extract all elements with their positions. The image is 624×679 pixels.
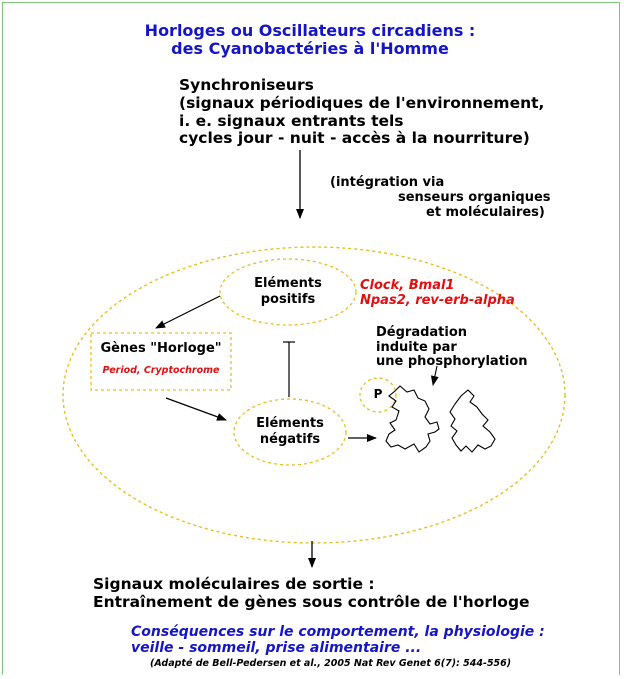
consequences-text: Conséquences sur le comportement, la phy… bbox=[131, 624, 545, 657]
clock-genes-label: Gènes "Horloge" bbox=[100, 341, 222, 356]
phosphate-circle bbox=[359, 377, 397, 413]
arrow-genes-to-negative bbox=[165, 397, 227, 421]
arrow-degradation-label bbox=[430, 365, 439, 386]
positive-elements-ellipse bbox=[219, 258, 357, 326]
synchronisers-text: Synchroniseurs(signaux périodiques de l'… bbox=[179, 76, 545, 148]
degraded-protein-right bbox=[449, 389, 496, 453]
degraded-protein-left bbox=[385, 385, 440, 453]
reference-citation: (Adapté de Bell-Pedersen et al., 2005 Na… bbox=[150, 658, 512, 669]
arrow-positive-to-genes bbox=[155, 295, 221, 329]
clock-genes-box bbox=[90, 332, 232, 391]
output-signals-text: Signaux moléculaires de sortie :Entraîne… bbox=[93, 575, 530, 611]
phosphate-label: P bbox=[373, 387, 383, 401]
negative-elements-ellipse bbox=[233, 398, 347, 466]
diagram-title: Horloges ou Oscillateurs circadiens :des… bbox=[144, 21, 476, 59]
cell-boundary bbox=[62, 246, 566, 544]
clock-genes-list: Period, Cryptochrome bbox=[102, 365, 220, 376]
